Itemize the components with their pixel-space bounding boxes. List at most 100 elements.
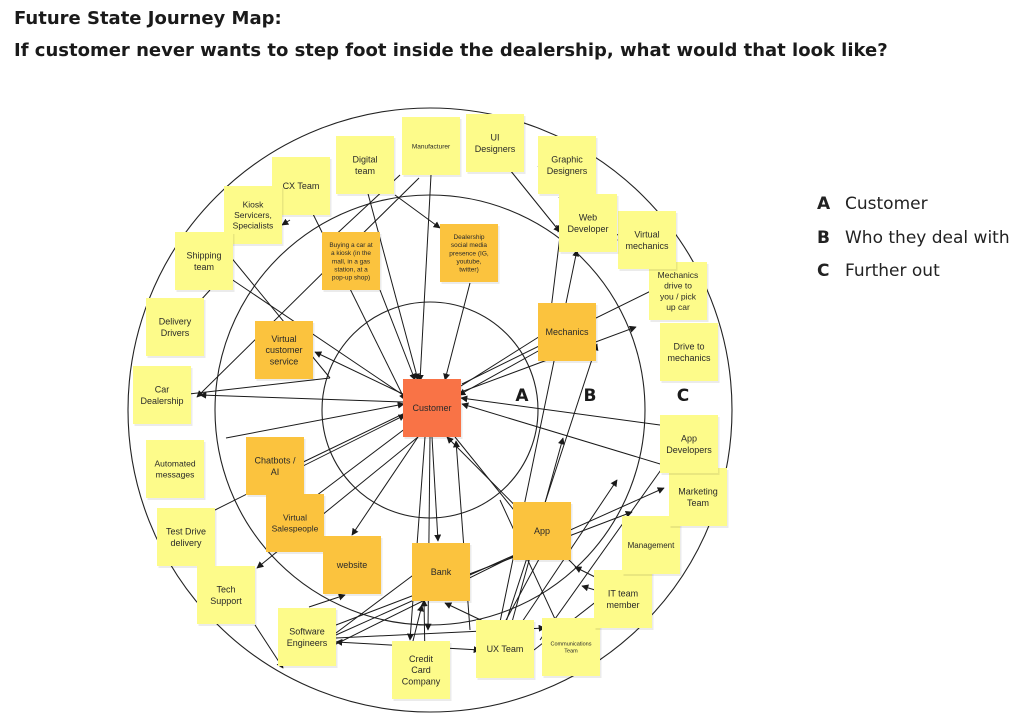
connector-arrow [335,569,421,634]
sticky-note-bg [146,298,204,356]
sticky-note-bg [513,502,571,560]
sticky-note-ux-team[interactable]: UX Team [476,620,536,680]
sticky-note-text: Mechanics [545,327,589,337]
sticky-note-bg [133,366,191,424]
sticky-note-text: Customer [412,403,451,413]
sticky-note-app[interactable]: App [513,502,573,562]
sticky-note-bg [266,494,324,552]
ring-a [321,301,539,519]
connector-arrow [574,566,598,579]
legend-label: Customer [845,194,928,214]
sticky-note-text: Management [628,541,675,550]
connector-arrow [394,194,441,229]
ring-c [127,107,733,713]
connector-arrow [281,218,291,226]
legend-label: Further out [845,261,940,281]
sticky-note-text: Bank [431,567,452,577]
connector-arrow [461,402,681,471]
connector-arrow [199,391,404,403]
connector-arrow [351,436,419,536]
sticky-note-bg [224,186,282,244]
sticky-note-bg [412,543,470,601]
page-title: Future State Journey Map: [14,8,282,29]
sticky-note-text: App [534,526,550,536]
sticky-note-bg [392,641,450,699]
sticky-note-bg [538,303,596,361]
sticky-note-bg [322,232,380,290]
sticky-note-website[interactable]: website [323,536,383,596]
sticky-note-chatbots[interactable]: Chatbots /AI [246,437,306,497]
sticky-note-bg [157,508,215,566]
sticky-note-mechanics-b[interactable]: Mechanics [538,303,598,363]
legend-key: A [817,194,831,214]
legend-item-a: A Customer [817,194,928,214]
sticky-note-bg [255,321,313,379]
sticky-note-text: website [336,560,368,570]
sticky-note-bg [175,232,233,290]
sticky-note-customer[interactable]: Customer [403,379,463,439]
connector-arrow [416,174,432,382]
connector-arrow [196,177,420,398]
connector-arrow [362,174,420,381]
connector-arrow [444,602,486,623]
sticky-note-bank[interactable]: Bank [412,543,472,603]
connector-arrow [296,412,406,466]
sticky-note-text: CX Team [283,181,320,191]
sticky-note-bg [649,262,707,320]
connector-arrow [509,169,561,233]
sticky-note-bg [197,566,255,624]
sticky-note-bg [660,415,718,473]
legend-key: C [817,261,830,281]
sticky-note-text: Chatbots /AI [254,456,296,477]
sticky-note-manufacturer[interactable]: Manufacturer [402,117,462,177]
connector-arrow [443,282,471,381]
sticky-note-bg [402,117,460,175]
sticky-note-bg [594,570,652,628]
sticky-note-bg [278,608,336,666]
connector-arrow [539,459,669,641]
sticky-note-bg [146,440,204,498]
page-subtitle: If customer never wants to step foot ins… [14,40,888,61]
